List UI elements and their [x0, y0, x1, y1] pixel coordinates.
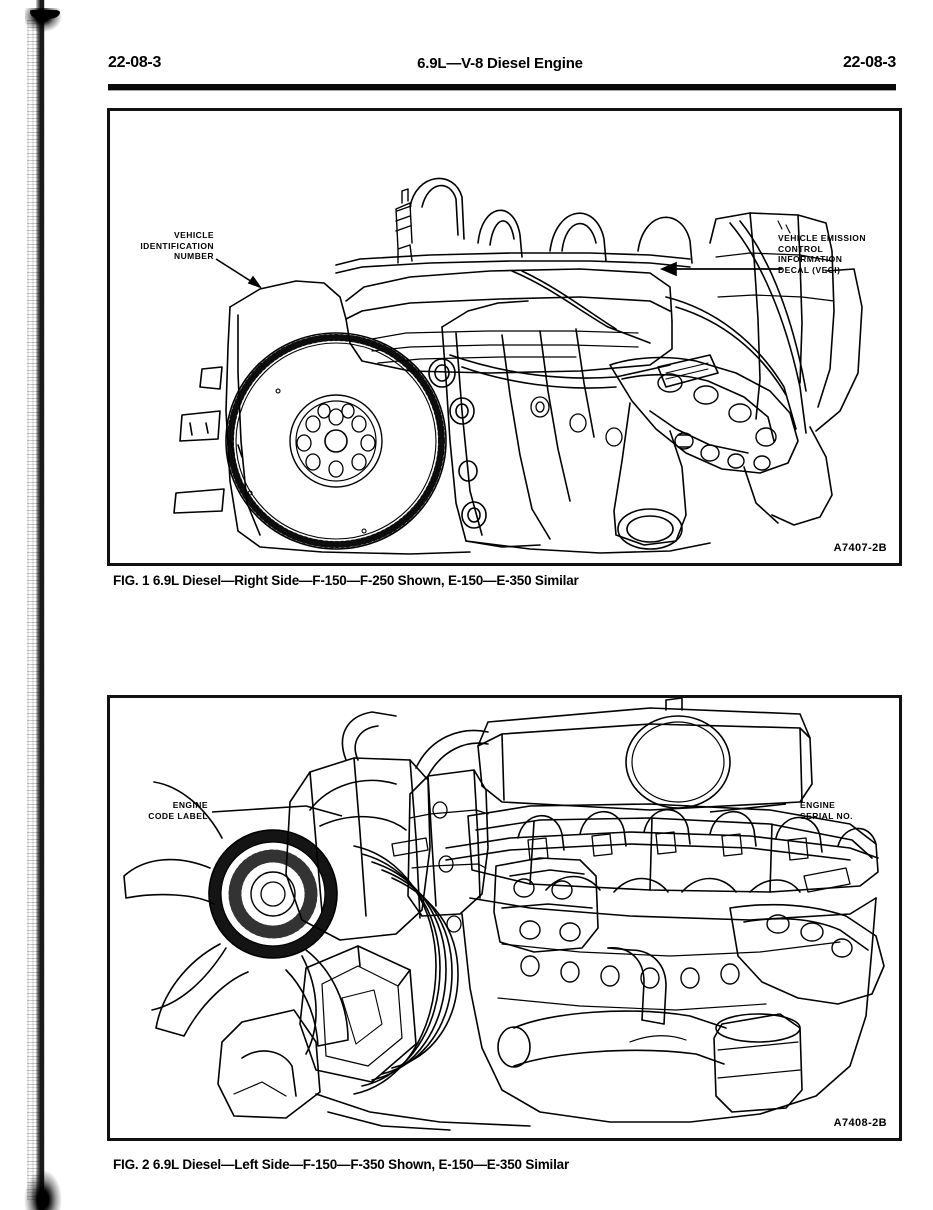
header-folio-left: 22-08-3 [108, 54, 162, 71]
callout-vehicle-identification-number: VEHICLE IDENTIFICATION NUMBER [140, 230, 214, 261]
figure-2-engine-illustration [123, 698, 885, 1131]
binding-spine-grain [27, 20, 42, 1200]
figure-1-engine-illustration [173, 177, 863, 555]
figure-2-caption: FIG. 2 6.9L Diesel—Left Side—F-150—F-350… [113, 1157, 570, 1172]
callout-engine-code-label: ENGINE CODE LABEL [148, 800, 208, 821]
callout-vehicle-emission-control-information-decal: VEHICLE EMISSION CONTROL INFORMATION DEC… [778, 233, 866, 275]
binding-spine-shadow [36, 0, 45, 1210]
figure-2-art-code: A7408-2B [833, 1117, 887, 1129]
header-folio-right: 22-08-3 [842, 54, 896, 71]
binding-spine-bottom-flare [24, 1158, 62, 1210]
binding-spine-top-cap [30, 10, 60, 19]
callout-engine-serial-number: ENGINE SERIAL NO. [800, 800, 853, 821]
figure-1-frame: A7407-2B [107, 108, 902, 566]
page-header: 22-08-3 6.9L—V-8 Diesel Engine 22-08-3 [100, 54, 900, 80]
figure-1-art-code: A7407-2B [833, 542, 887, 554]
binding-spine-core [41, 0, 44, 1210]
figure-2-callout-leaders [211, 803, 787, 817]
header-rule [108, 84, 896, 91]
figure-2-frame: A7408-2B [107, 695, 902, 1141]
page-title: 6.9L—V-8 Diesel Engine [417, 55, 583, 72]
figure-1-caption: FIG. 1 6.9L Diesel—Right Side—F-150—F-25… [113, 573, 579, 588]
figure-1-callout-leaders [215, 258, 782, 289]
